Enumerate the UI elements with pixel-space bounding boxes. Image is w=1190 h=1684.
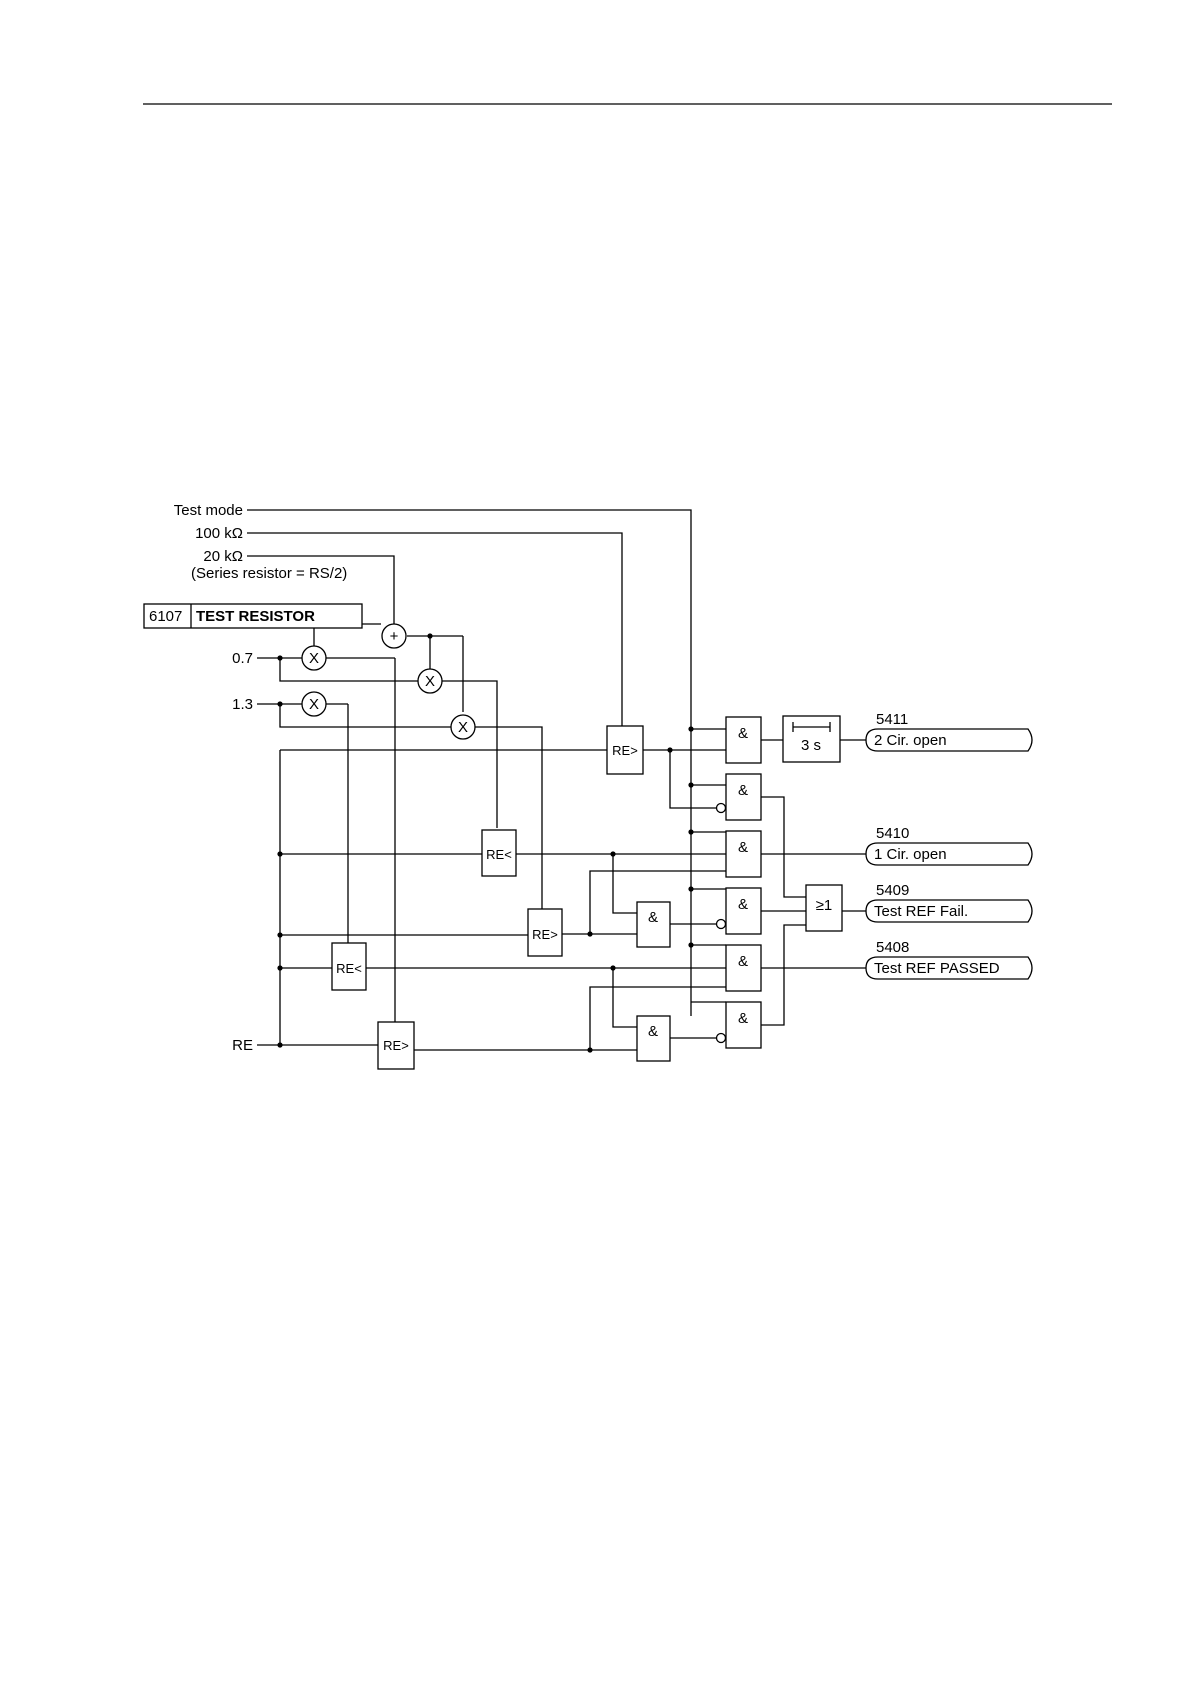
input-factor-13: 1.3 xyxy=(232,696,253,713)
svg-text:RE>: RE> xyxy=(383,1038,409,1053)
timer-delay: 3 s xyxy=(801,737,821,754)
multiplier-node-4: X xyxy=(451,715,475,739)
svg-text:&: & xyxy=(738,839,748,856)
input-test-mode: Test mode xyxy=(174,502,243,519)
output-number: 5411 xyxy=(876,711,908,728)
comparator-re-greater-bottom: RE> xyxy=(378,1022,414,1069)
svg-text:X: X xyxy=(309,696,319,713)
output-5410: 5410 1 Cir. open xyxy=(866,825,1032,865)
svg-text:RE<: RE< xyxy=(486,847,512,862)
and-gate-3: & xyxy=(726,831,761,877)
series-resistor-note: (Series resistor = RS/2) xyxy=(191,565,347,582)
output-number: 5409 xyxy=(876,882,909,899)
comparator-re-greater-middle: RE> xyxy=(528,909,562,956)
svg-text:+: + xyxy=(390,628,399,645)
multiplier-node-2: X xyxy=(418,669,442,693)
output-number: 5408 xyxy=(876,939,909,956)
multiplier-node-3: X xyxy=(302,692,326,716)
svg-text:X: X xyxy=(425,673,435,690)
or-gate: ≥1 xyxy=(806,885,842,931)
svg-text:RE>: RE> xyxy=(612,743,638,758)
negation-bubble xyxy=(717,1034,726,1043)
output-label: 1 Cir. open xyxy=(874,846,947,863)
comparator-re-greater-top: RE> xyxy=(607,726,643,774)
negation-bubble xyxy=(717,804,726,813)
negation-bubble xyxy=(717,920,726,929)
parameter-name: TEST RESISTOR xyxy=(196,608,315,625)
svg-text:X: X xyxy=(458,719,468,736)
output-5408: 5408 Test REF PASSED xyxy=(866,939,1032,979)
comparator-re-less-lower: RE< xyxy=(332,943,366,990)
output-label: Test REF Fail. xyxy=(874,903,968,920)
and-gate-5: & xyxy=(726,945,761,991)
svg-text:RE>: RE> xyxy=(532,927,558,942)
parameter-test-resistor: 6107 TEST RESISTOR xyxy=(144,604,362,628)
svg-text:&: & xyxy=(738,1010,748,1027)
and-gate-4: & xyxy=(717,888,762,934)
svg-text:≥1: ≥1 xyxy=(816,897,833,914)
svg-text:RE<: RE< xyxy=(336,961,362,976)
adder-node: + xyxy=(382,624,406,648)
and-gate-fail-path-1: & xyxy=(637,902,670,947)
output-label: Test REF PASSED xyxy=(874,960,1000,977)
parameter-address: 6107 xyxy=(149,608,182,625)
and-gate-1: & xyxy=(726,717,761,763)
output-label: 2 Cir. open xyxy=(874,732,947,749)
comparator-re-less-middle: RE< xyxy=(482,830,516,876)
svg-text:&: & xyxy=(648,909,658,926)
input-factor-07: 0.7 xyxy=(232,650,253,667)
input-100k: 100 kΩ xyxy=(195,525,243,542)
svg-text:&: & xyxy=(738,896,748,913)
input-re: RE xyxy=(232,1037,253,1054)
svg-text:&: & xyxy=(738,953,748,970)
output-number: 5410 xyxy=(876,825,909,842)
and-gate-fail-path-2: & xyxy=(637,1016,670,1061)
svg-text:&: & xyxy=(738,725,748,742)
svg-text:&: & xyxy=(738,782,748,799)
output-5409: 5409 Test REF Fail. xyxy=(866,882,1032,922)
svg-text:X: X xyxy=(309,650,319,667)
svg-text:&: & xyxy=(648,1023,658,1040)
timer-block: 3 s xyxy=(783,716,840,762)
output-5411: 5411 2 Cir. open xyxy=(866,711,1032,751)
and-gate-6: & xyxy=(717,1002,762,1048)
multiplier-node-1: X xyxy=(302,646,326,670)
input-20k: 20 kΩ xyxy=(203,548,243,565)
and-gate-2: & xyxy=(717,774,762,820)
